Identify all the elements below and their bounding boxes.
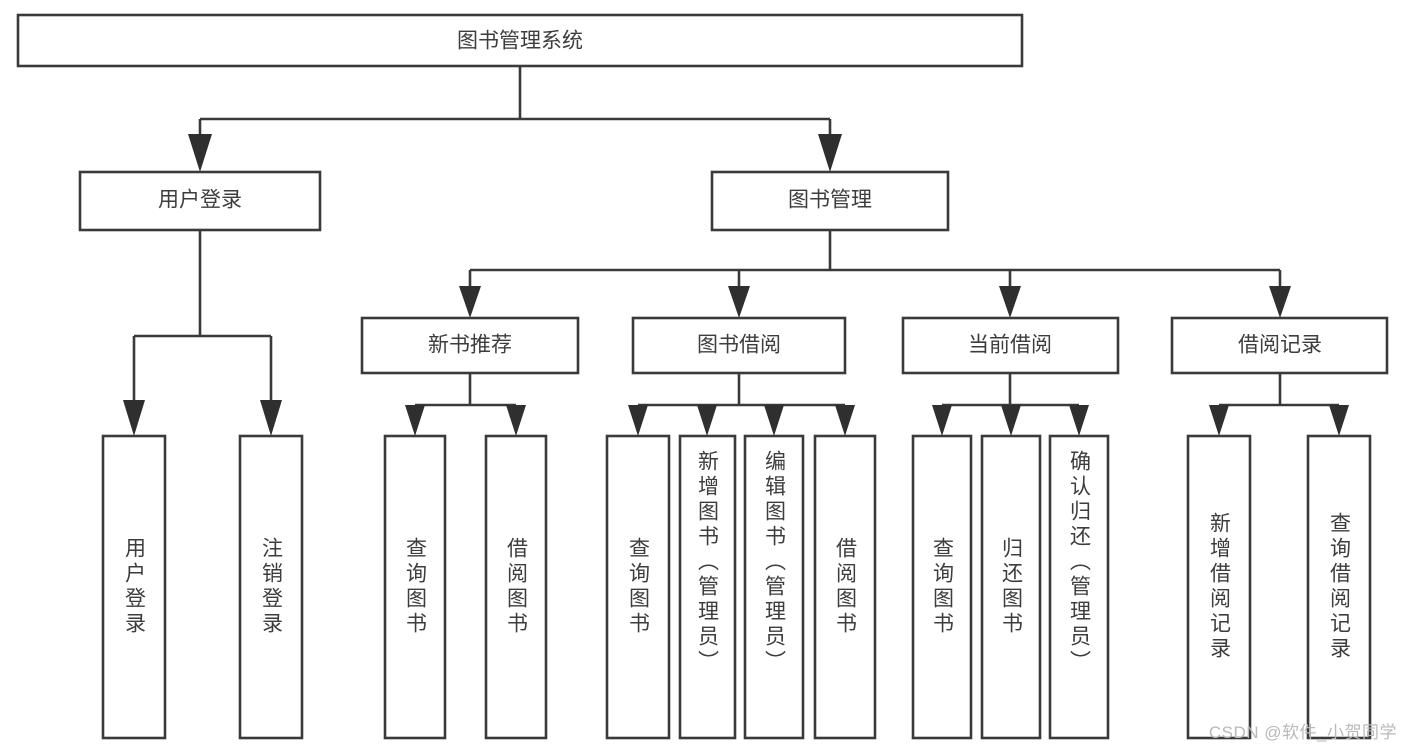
node-new-book-recommend-box[interactable]: [360, 316, 580, 375]
leaf-node-query-borrow-record-label: 查询借阅记录: [1328, 512, 1352, 662]
node-borrow-record-box[interactable]: [1170, 316, 1389, 375]
leaf-node-edit-book-admin[interactable]: 编辑图书（管理员）: [743, 434, 805, 740]
arrow-head-leaf-query-record: [1329, 405, 1349, 436]
node-user-login-label: 用户登录: [158, 189, 242, 212]
arrow-head-leaf-user-login: [123, 400, 145, 436]
leaf-node-confirm-return-admin-label: 确认归还（管理员）: [1068, 450, 1092, 675]
leaf-node-query-book-borrow[interactable]: 查询图书: [605, 434, 671, 740]
leaf-node-add-book-admin-label: 新增图书（管理员）: [696, 450, 720, 675]
leaf-node-query-book-borrow-label: 查询图书: [627, 537, 651, 637]
leaf-node-borrow-book-rec-label: 借阅图书: [505, 537, 529, 637]
arrow-head-user-login: [188, 134, 212, 172]
node-book-borrow-box[interactable]: [631, 316, 847, 375]
arrow-head-book-borrow: [728, 286, 750, 318]
node-user-login[interactable]: 用户登录: [78, 170, 322, 232]
node-root[interactable]: 图书管理系统: [16, 13, 1024, 68]
leaf-node-query-book-rec[interactable]: 查询图书: [383, 434, 447, 740]
node-book-borrow-label: 图书借阅: [697, 334, 781, 357]
leaf-node-query-book-rec-box[interactable]: [383, 434, 447, 740]
node-book-management-box[interactable]: [710, 170, 950, 232]
arrow-head-leaf-add-record: [1209, 405, 1229, 436]
leaf-node-confirm-return-admin-box[interactable]: [1048, 434, 1110, 740]
arrow-head-book-mgmt: [818, 134, 842, 172]
leaf-node-query-book-current-box[interactable]: [911, 434, 973, 740]
leaf-node-return-book-label: 归还图书: [1000, 537, 1024, 637]
node-root-label: 图书管理系统: [457, 30, 583, 53]
leaf-node-logout[interactable]: 注销登录: [238, 434, 304, 740]
node-current-borrow-box[interactable]: [901, 316, 1120, 375]
node-root-box[interactable]: [16, 13, 1024, 68]
arrow-head-leaf-query-book-1: [405, 405, 425, 436]
leaf-node-add-book-admin-box[interactable]: [678, 434, 737, 740]
leaf-node-edit-book-admin-label: 编辑图书（管理员）: [763, 450, 787, 675]
node-book-management-label: 图书管理: [788, 189, 872, 212]
leaf-node-add-borrow-record[interactable]: 新增借阅记录: [1186, 434, 1252, 740]
leaf-node-borrow-book-rec-box[interactable]: [484, 434, 548, 740]
leaf-node-query-borrow-record-box[interactable]: [1306, 434, 1372, 740]
leaf-node-logout-label: 注销登录: [260, 537, 284, 637]
leaf-node-borrow-book-rec[interactable]: 借阅图书: [484, 434, 548, 740]
leaf-node-borrow-book-borrow-label: 借阅图书: [834, 537, 858, 637]
leaf-node-query-book-borrow-box[interactable]: [605, 434, 671, 740]
leaf-node-borrow-book-borrow-box[interactable]: [813, 434, 877, 740]
leaf-node-confirm-return-admin[interactable]: 确认归还（管理员）: [1048, 434, 1110, 740]
arrow-head-leaf-borrow-book-1: [506, 405, 526, 436]
node-new-book-recommend-label: 新书推荐: [428, 334, 512, 357]
leaf-node-return-book-box[interactable]: [980, 434, 1042, 740]
leaf-node-edit-book-admin-box[interactable]: [743, 434, 805, 740]
leaf-node-query-book-current[interactable]: 查询图书: [911, 434, 973, 740]
leaf-node-add-borrow-record-box[interactable]: [1186, 434, 1252, 740]
leaf-node-add-borrow-record-label: 新增借阅记录: [1208, 512, 1232, 662]
arrow-head-leaf-query-book-2: [628, 405, 648, 436]
leaf-node-return-book[interactable]: 归还图书: [980, 434, 1042, 740]
node-borrow-record-label: 借阅记录: [1238, 334, 1322, 357]
arrow-head-leaf-logout: [260, 400, 282, 436]
arrow-head-borrow-record: [1269, 286, 1291, 318]
leaf-node-add-book-admin[interactable]: 新增图书（管理员）: [678, 434, 737, 740]
node-book-borrow[interactable]: 图书借阅: [631, 316, 847, 375]
connector-layer: [123, 66, 1349, 436]
arrow-head-new-book-rec: [459, 286, 481, 318]
leaf-node-query-book-current-label: 查询图书: [931, 537, 955, 637]
arrow-head-leaf-add-book: [697, 405, 717, 436]
leaf-node-query-book-rec-label: 查询图书: [404, 537, 428, 637]
leaf-node-query-borrow-record[interactable]: 查询借阅记录: [1306, 434, 1372, 740]
leaf-node-logout-box[interactable]: [238, 434, 304, 740]
node-current-borrow[interactable]: 当前借阅: [901, 316, 1120, 375]
node-new-book-recommend[interactable]: 新书推荐: [360, 316, 580, 375]
leaf-node-user-login[interactable]: 用户登录: [101, 434, 167, 740]
arrow-head-current-borrow: [999, 286, 1021, 318]
leaf-node-borrow-book-borrow[interactable]: 借阅图书: [813, 434, 877, 740]
arrow-head-leaf-confirm-return: [1069, 405, 1089, 436]
node-user-login-box[interactable]: [78, 170, 322, 232]
arrow-head-leaf-return-book: [1001, 405, 1021, 436]
node-current-borrow-label: 当前借阅: [968, 334, 1052, 357]
arrow-head-leaf-edit-book: [764, 405, 784, 436]
node-borrow-record[interactable]: 借阅记录: [1170, 316, 1389, 375]
arrow-head-leaf-query-book-3: [932, 405, 952, 436]
arrow-head-leaf-borrow-book-2: [835, 405, 855, 436]
leaf-node-user-login-label: 用户登录: [123, 537, 147, 637]
leaf-node-user-login-box[interactable]: [101, 434, 167, 740]
node-book-management[interactable]: 图书管理: [710, 170, 950, 232]
